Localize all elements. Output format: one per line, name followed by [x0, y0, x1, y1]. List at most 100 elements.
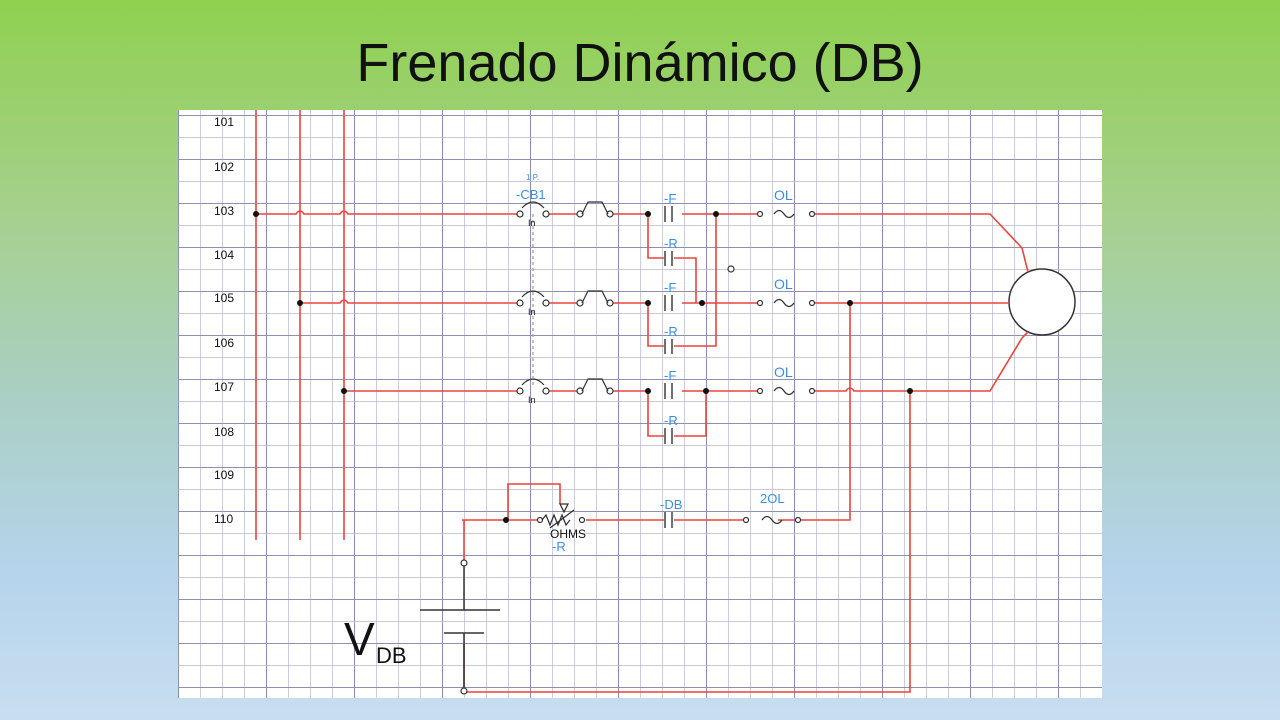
contact-r3 — [664, 428, 673, 444]
overload-1 — [773, 209, 795, 219]
junction-dot — [703, 388, 709, 394]
motor-leads — [1008, 247, 1029, 339]
terminal — [576, 299, 584, 307]
breaker-poles-label: 1 P. — [526, 173, 539, 182]
terminal — [576, 210, 584, 218]
overload-heaters — [761, 209, 795, 525]
junction-dots — [253, 211, 913, 523]
contact-103 — [581, 201, 609, 215]
contact-105 — [581, 290, 609, 304]
branch-r3 — [647, 391, 707, 437]
contact-107 — [581, 378, 609, 392]
terminal — [460, 687, 468, 695]
junction-dot — [341, 388, 347, 394]
terminal — [808, 387, 816, 395]
breaker-pole-1 — [521, 201, 545, 209]
rung-number-110: 110 — [214, 512, 233, 526]
circuit-schematic: 101 102 103 104 105 106 107 108 109 110 — [178, 110, 1102, 698]
terminal — [516, 299, 524, 307]
terminal — [576, 387, 584, 395]
wiring — [255, 110, 1023, 693]
junction-dot — [645, 211, 651, 217]
overload-label-3: OL — [774, 364, 793, 380]
contact-label-f3: -F — [664, 368, 676, 383]
terminal — [808, 210, 816, 218]
junction-dot — [645, 388, 651, 394]
contact-r1 — [664, 251, 673, 266]
overload-label-2ol: 2OL — [760, 491, 785, 506]
overload-2ol — [761, 515, 783, 525]
contact-r2 — [664, 339, 673, 354]
rung-number-108: 108 — [214, 425, 234, 439]
breaker-trip-label: In — [528, 218, 536, 228]
junction-dot — [503, 517, 509, 523]
terminal — [606, 387, 614, 395]
junction-dot — [847, 300, 853, 306]
rung-number-106: 106 — [214, 336, 234, 350]
rung-number-107: 107 — [214, 380, 234, 394]
rung-number-105: 105 — [214, 291, 234, 305]
terminal — [516, 210, 524, 218]
breaker-trip-labels: In In In — [528, 218, 536, 405]
contact-label-r2: -R — [664, 324, 678, 339]
wire-110 — [462, 303, 851, 521]
terminal — [542, 387, 550, 395]
contact-label-db: -DB — [660, 497, 682, 512]
dc-source-symbol — [420, 566, 500, 688]
wire-103 — [256, 210, 1023, 249]
terminal — [756, 210, 764, 218]
terminals — [460, 210, 816, 695]
terminal — [756, 299, 764, 307]
terminal — [742, 516, 750, 524]
junction-dot — [713, 211, 719, 217]
contact-f1 — [664, 206, 673, 222]
junction-dot — [907, 388, 913, 394]
grid-lines — [178, 110, 1102, 698]
resistor-arrow — [549, 503, 575, 529]
junction-dot — [253, 211, 259, 217]
rung-number-103: 103 — [214, 204, 234, 218]
rung-number-101: 101 — [214, 115, 234, 129]
wire-107 — [344, 337, 1023, 392]
rung-number-109: 109 — [214, 468, 234, 482]
contact-db — [664, 512, 673, 528]
breaker-trip-label: In — [528, 307, 536, 317]
resistor-unit-label: OHMS — [550, 527, 586, 541]
limit-contacts — [581, 201, 609, 392]
junction-dot — [645, 300, 651, 306]
terminal — [606, 299, 614, 307]
breaker-trip-label: In — [528, 395, 536, 405]
resistor-zigzag — [541, 513, 571, 527]
vdb-subscript: DB — [376, 643, 407, 668]
no-contacts — [664, 206, 673, 528]
terminal — [808, 299, 816, 307]
vdb-symbol: V — [344, 613, 375, 665]
terminal — [460, 559, 468, 567]
rung-numbers: 101 102 103 104 105 106 107 108 109 110 — [214, 115, 234, 526]
junction-dot — [297, 300, 303, 306]
terminal — [756, 387, 764, 395]
contact-f2 — [664, 295, 673, 311]
contact-f3 — [664, 383, 673, 399]
contact-label-f1: -F — [664, 191, 676, 206]
overload-label-1: OL — [774, 187, 793, 203]
rung-number-104: 104 — [214, 248, 234, 262]
terminal — [536, 516, 544, 524]
contact-label-f2: -F — [664, 280, 676, 295]
rung-number-102: 102 — [214, 160, 234, 174]
motor-icon — [1008, 268, 1076, 336]
contact-label-r3: -R — [664, 413, 678, 428]
overload-label-2: OL — [774, 276, 793, 292]
wire-return — [464, 391, 911, 693]
ladder-diagram: 101 102 103 104 105 106 107 108 109 110 — [178, 110, 1102, 698]
terminal — [727, 265, 735, 273]
wire-105 — [300, 299, 1008, 304]
slide-title: Frenado Dinámico (DB) — [356, 33, 924, 93]
terminal — [542, 210, 550, 218]
breaker-pole-2 — [521, 290, 545, 298]
breaker-symbols — [521, 201, 545, 386]
junction-dot — [699, 300, 705, 306]
contact-label-r1: -R — [664, 236, 678, 251]
overload-3 — [773, 386, 795, 396]
overload-2 — [773, 298, 795, 308]
